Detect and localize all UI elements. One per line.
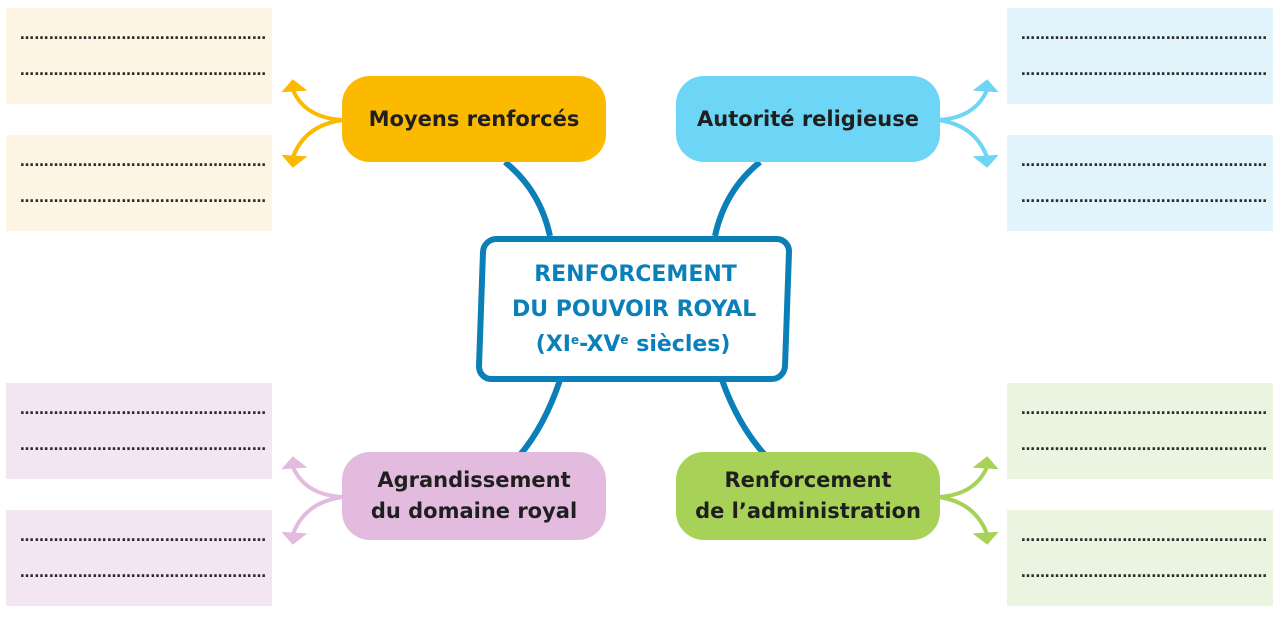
theme-label-line1: Agrandissement xyxy=(377,468,571,492)
arrow-moyens-bottom xyxy=(291,118,344,158)
theme-label-line1: Renforcement xyxy=(724,468,892,492)
link-administration xyxy=(719,378,768,458)
arrow-administration-bottom xyxy=(937,495,989,535)
answer-box-domaine-2[interactable]: …………………………………………… …………………………………………… xyxy=(6,510,272,606)
theme-label: Moyens renforcés xyxy=(368,106,580,131)
answer-box-administration-1[interactable]: …………………………………………… …………………………………………… xyxy=(1007,383,1273,479)
answer-box-moyens-2[interactable]: …………………………………………… …………………………………………… xyxy=(6,135,272,231)
answer-box-religion-1[interactable]: …………………………………………… …………………………………………… xyxy=(1007,8,1273,104)
arrows-religion xyxy=(937,79,999,168)
arrowhead-administration-bottom xyxy=(972,531,999,545)
period-sup-end: e xyxy=(620,332,629,347)
period-start: (XI xyxy=(535,331,571,357)
arrowhead-administration-top xyxy=(972,456,999,470)
central-period: (XIe-XVe siècles) xyxy=(535,327,730,362)
period-sup-start: e xyxy=(570,332,579,347)
theme-moyens-renforces: Moyens renforcés xyxy=(342,76,606,162)
answer-box-moyens-1[interactable]: …………………………………………… …………………………………………… xyxy=(6,8,272,104)
arrows-administration xyxy=(937,456,999,545)
link-domaine xyxy=(517,379,563,457)
answer-line: …………………………………………… xyxy=(20,529,267,545)
center-links xyxy=(503,159,768,458)
arrow-domaine-bottom xyxy=(291,495,344,535)
theme-renforcement-administration: Renforcement de l’administration xyxy=(676,452,940,540)
link-moyens xyxy=(503,159,553,237)
answer-line: …………………………………………… xyxy=(20,154,267,170)
answer-line: …………………………………………… xyxy=(20,27,267,43)
theme-agrandissement-domaine: Agrandissement du domaine royal xyxy=(342,452,606,540)
arrow-administration-top xyxy=(937,466,989,499)
answer-box-religion-2[interactable]: …………………………………………… …………………………………………… xyxy=(1007,135,1273,231)
arrowhead-religion-bottom xyxy=(972,154,999,168)
answer-line: …………………………………………… xyxy=(20,190,267,206)
answer-line: …………………………………………… xyxy=(1021,402,1268,418)
arrowhead-moyens-bottom xyxy=(281,154,308,168)
period-end: -XV xyxy=(578,331,621,357)
answer-line: …………………………………………… xyxy=(20,438,267,454)
answer-line: …………………………………………… xyxy=(20,565,267,581)
answer-line: …………………………………………… xyxy=(1021,27,1268,43)
central-title-line1: RENFORCEMENT xyxy=(533,261,737,287)
answer-line: …………………………………………… xyxy=(20,402,267,418)
central-node: RENFORCEMENT DU POUVOIR ROYAL (XIe-XVe s… xyxy=(475,236,793,382)
arrowhead-domaine-bottom xyxy=(281,531,308,545)
arrow-religion-top xyxy=(937,89,989,122)
answer-line: …………………………………………… xyxy=(1021,63,1268,79)
central-title-line2: DU POUVOIR ROYAL xyxy=(511,296,757,322)
arrow-domaine-top xyxy=(291,466,344,499)
arrows-moyens xyxy=(281,79,344,168)
period-suffix: siècles) xyxy=(628,331,731,357)
arrow-religion-bottom xyxy=(937,118,989,158)
arrowhead-domaine-top xyxy=(281,456,308,470)
answer-line: …………………………………………… xyxy=(1021,529,1268,545)
answer-line: …………………………………………… xyxy=(1021,154,1268,170)
arrows-domaine xyxy=(281,456,344,545)
answer-box-administration-2[interactable]: …………………………………………… …………………………………………… xyxy=(1007,510,1273,606)
link-religion xyxy=(712,159,762,237)
answer-line: …………………………………………… xyxy=(20,63,267,79)
theme-label-line2: de l’administration xyxy=(695,499,921,523)
arrowhead-religion-top xyxy=(972,79,999,93)
theme-label: Autorité religieuse xyxy=(697,106,919,131)
arrowhead-moyens-top xyxy=(281,79,308,93)
answer-line: …………………………………………… xyxy=(1021,438,1268,454)
theme-autorite-religieuse: Autorité religieuse xyxy=(676,76,940,162)
answer-box-domaine-1[interactable]: …………………………………………… …………………………………………… xyxy=(6,383,272,479)
arrow-moyens-top xyxy=(291,89,344,122)
answer-line: …………………………………………… xyxy=(1021,190,1268,206)
answer-line: …………………………………………… xyxy=(1021,565,1268,581)
theme-label-line2: du domaine royal xyxy=(370,499,578,523)
